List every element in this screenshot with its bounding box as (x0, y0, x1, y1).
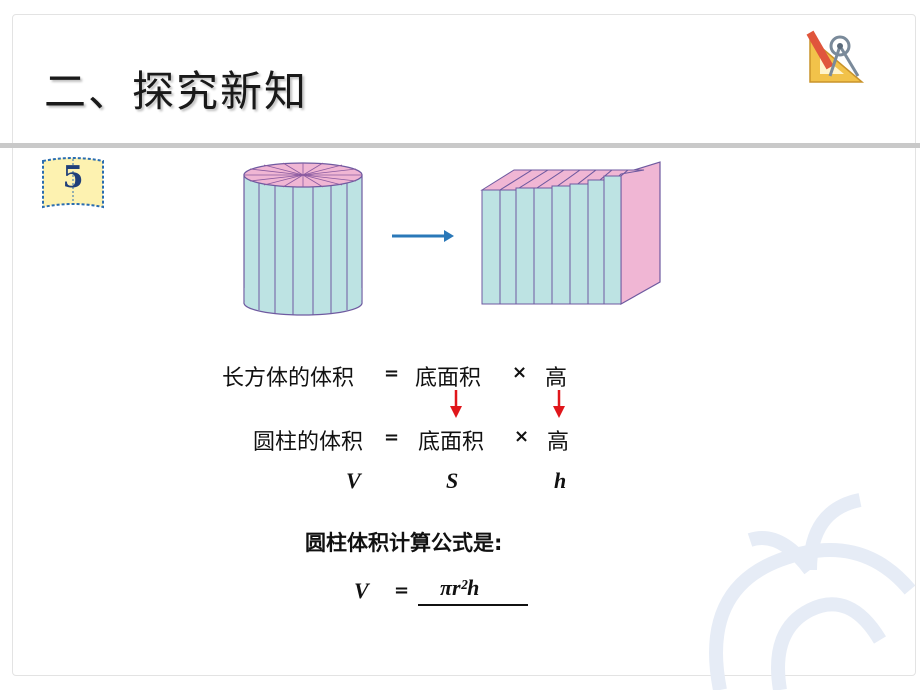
cuboid-volume-label: 长方体的体积 (222, 366, 355, 391)
base-area-label: 底面积 (415, 366, 482, 391)
example-number: 5 (62, 160, 84, 195)
book-badge-icon (42, 157, 104, 209)
base-area-label: 底面积 (418, 430, 485, 455)
height-label: 高 (547, 430, 570, 455)
title-divider (0, 143, 920, 148)
watermark-logo-icon (709, 493, 916, 690)
down-arrow-icon (450, 390, 462, 418)
height-variable: h (554, 468, 567, 493)
rearranged-cuboid-illustration (480, 161, 661, 306)
times-sign: × (514, 426, 530, 447)
equals-sign: = (384, 427, 400, 448)
formula-heading: 圆柱体积计算公式是: (305, 531, 503, 555)
stationery-logo-icon (806, 30, 865, 83)
formula-equals: = (394, 580, 410, 601)
area-variable: S (446, 468, 459, 493)
down-arrow-icon (553, 390, 565, 418)
times-sign: × (512, 362, 528, 383)
transform-arrow-icon (392, 230, 454, 242)
page-title: 二、探究新知 (44, 67, 309, 116)
volume-variable: V (346, 468, 361, 493)
formula-rhs: πr²h (440, 575, 480, 600)
slide-frame (12, 14, 916, 676)
height-label: 高 (545, 366, 568, 391)
cylinder-volume-label: 圆柱的体积 (253, 430, 364, 455)
formula-underline (418, 604, 528, 606)
formula-lhs: V (354, 578, 369, 603)
cylinder-illustration (243, 162, 363, 316)
equals-sign: = (384, 363, 400, 384)
